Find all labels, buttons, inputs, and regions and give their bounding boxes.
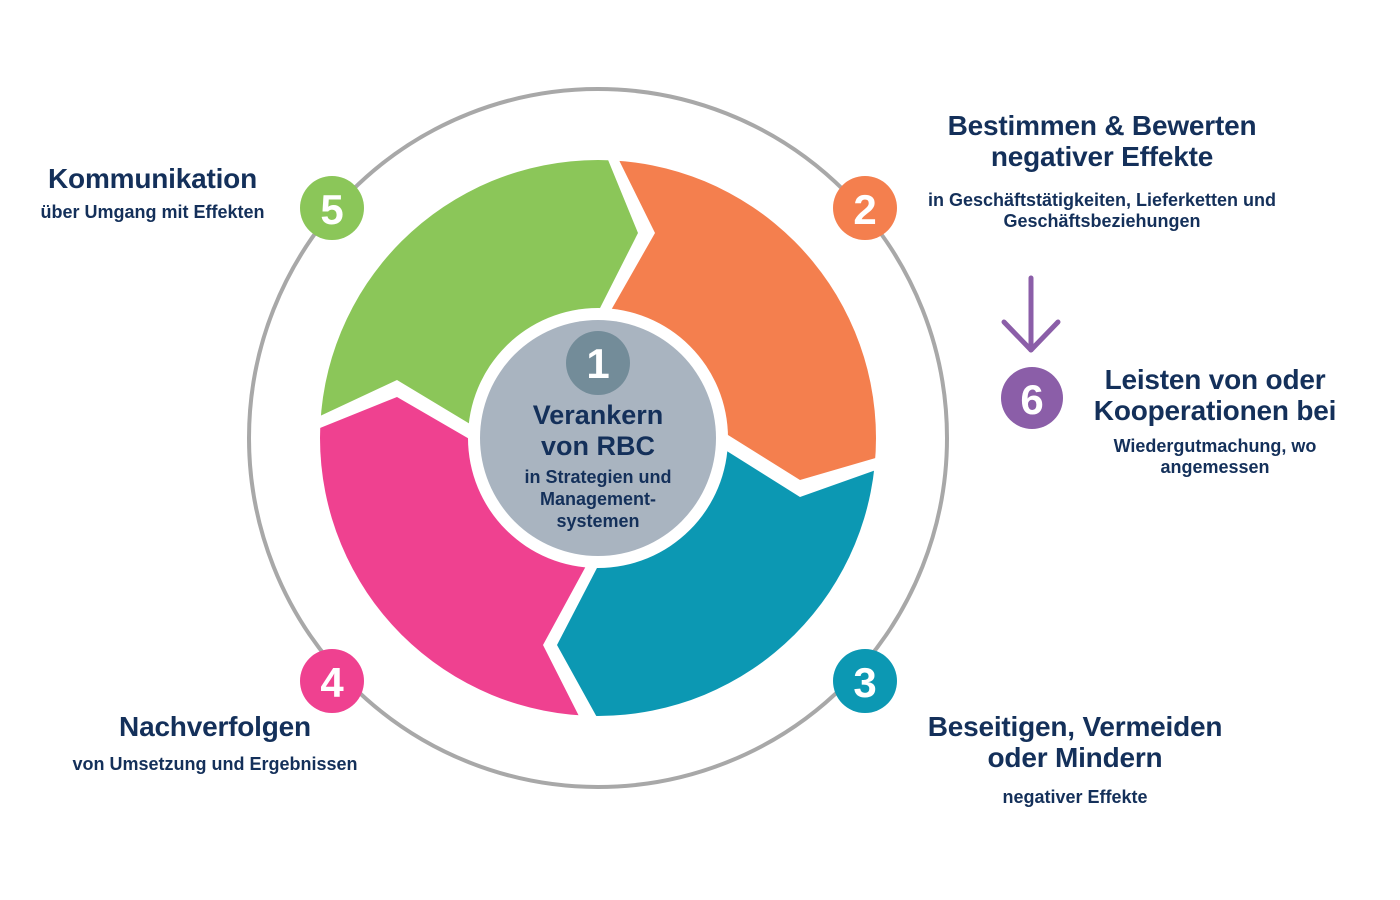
badge-step-2-number: 2 (853, 186, 876, 233)
badge-step-6-number: 6 (1020, 376, 1043, 423)
step-3-subtitle: negativer Effekte (1002, 787, 1148, 807)
step-5-subtitle: über Umgang mit Effekten (40, 202, 265, 222)
center-subtitle-line-2: Management- (539, 489, 656, 509)
badge-step-3-number: 3 (853, 659, 876, 706)
badge-step-1 (566, 331, 630, 395)
badge-step-5-number: 5 (320, 186, 343, 233)
step-4-subtitle: von Umsetzung und Ergebnissen (72, 754, 358, 774)
outer-ring (247, 87, 949, 789)
badge-step-2: 2 (833, 176, 897, 240)
center-circle (480, 320, 716, 556)
label-step-2: Bestimmen & Bewerten negativer Effekte i… (902, 110, 1302, 232)
step-2-title-line-2: negativer Effekte (990, 141, 1214, 172)
badge-step-4: 4 (300, 649, 364, 713)
badge-step-3: 3 (833, 649, 897, 713)
badge-step-5: 5 (300, 176, 364, 240)
center-title-line-1: Verankern (532, 400, 664, 430)
step-6-title-line-2: Kooperationen bei (1093, 395, 1337, 426)
center-label: Verankern von RBC in Strategien und Mana… (498, 400, 698, 532)
step-6-title-line-1: Leisten von oder (1104, 364, 1326, 395)
step-6-subtitle-line-2: angemessen (1160, 457, 1270, 477)
label-step-6: Leisten von oder Kooperationen bei Wiede… (1080, 364, 1350, 478)
step-4-title: Nachverfolgen (119, 711, 311, 742)
label-step-4: Nachverfolgen von Umsetzung und Ergebnis… (40, 711, 390, 775)
step-2-title-line-1: Bestimmen & Bewerten (947, 110, 1257, 141)
label-step-3: Beseitigen, Vermeiden oder Mindern negat… (900, 711, 1250, 808)
center-title-line-2: von RBC (541, 431, 655, 461)
step-6-subtitle-line-1: Wiedergutmachung, wo (1113, 436, 1317, 456)
badge-step-4-number: 4 (320, 659, 344, 706)
step-3-title-line-1: Beseitigen, Vermeiden (927, 711, 1223, 742)
arrow-down-icon (1001, 275, 1061, 353)
badge-step-1-number: 1 (586, 340, 609, 387)
center-subtitle-line-3: systemen (556, 511, 640, 531)
step-3-title-line-2: oder Mindern (987, 742, 1163, 773)
step-2-subtitle-line-2: Geschäftsbeziehungen (1003, 211, 1201, 231)
center-subtitle-line-1: in Strategien und (524, 467, 672, 487)
badge-step-6: 6 (1001, 367, 1063, 429)
step-5-title: Kommunikation (48, 163, 257, 194)
label-step-5: Kommunikation über Umgang mit Effekten (0, 163, 305, 223)
step-2-subtitle-line-1: in Geschäftstätigkeiten, Lieferketten un… (927, 190, 1277, 210)
